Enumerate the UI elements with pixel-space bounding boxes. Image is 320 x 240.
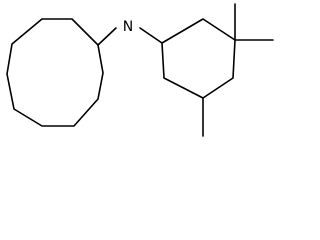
bond-ring-to-nitrogen (97, 27, 117, 46)
cyclohexane-ring-bonds (161, 18, 236, 99)
molecule-structure: N (6, 3, 274, 137)
nitrogen-atom-label: N (123, 19, 133, 35)
cyclohexane-ring (161, 18, 236, 99)
cyclooctane-ring (6, 18, 104, 127)
bond-nitrogen-to-cyclohexane (139, 27, 163, 44)
cyclooctane-ring-bonds (6, 18, 104, 127)
